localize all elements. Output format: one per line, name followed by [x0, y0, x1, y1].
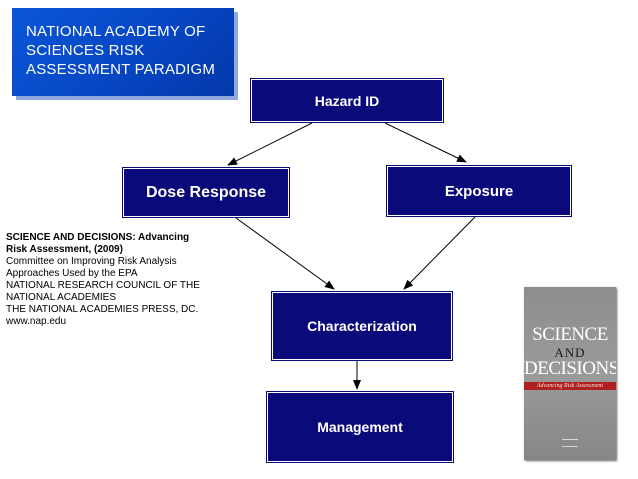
diagram-title: NATIONAL ACADEMY OF SCIENCES RISK ASSESS…	[26, 22, 226, 79]
node-characterization: Characterization	[271, 291, 453, 361]
arrow-hazard-to-exposure	[384, 122, 467, 163]
reference-line-5: NATIONAL RESEARCH COUNCIL OF THE	[6, 280, 200, 291]
book-red-band	[524, 382, 616, 390]
reference-line-6: NATIONAL ACADEMIES	[6, 292, 117, 303]
node-management: Management	[266, 391, 454, 463]
title-line-1: NATIONAL ACADEMY OF	[26, 23, 206, 40]
reference-line-7: THE NATIONAL ACADEMIES PRESS, DC.	[6, 304, 199, 315]
title-line-3: ASSESSMENT PARADIGM	[26, 61, 216, 78]
node-hazard-id: Hazard ID	[250, 78, 444, 123]
book-title-word-2: AND	[554, 345, 586, 360]
reference-line-4: Approaches Used by the EPA	[6, 268, 138, 279]
title-box	[12, 8, 234, 96]
arrow-dose-to-characterization	[235, 217, 335, 290]
reference-line-3: Committee on Improving Risk Analysis	[6, 256, 177, 267]
reference-citation: SCIENCE AND DECISIONS: Advancing Risk As…	[6, 232, 228, 328]
book-subtitle: Advancing Risk Assessment	[536, 383, 604, 389]
node-exposure: Exposure	[386, 165, 572, 217]
node-dose-response: Dose Response	[122, 167, 290, 218]
reference-title-line-2: Risk Assessment, (2009)	[6, 244, 123, 255]
arrow-exposure-to-characterization	[403, 216, 476, 290]
book-title-word-1: SCIENCE	[532, 324, 608, 345]
publisher-logo-icon	[562, 439, 578, 447]
arrow-hazard-to-dose	[227, 122, 313, 166]
reference-url: www.nap.edu	[6, 316, 67, 327]
reference-title-line-1: SCIENCE AND DECISIONS: Advancing	[6, 232, 190, 243]
book-title-word-3: DECISIONS	[524, 358, 616, 379]
title-line-2: SCIENCES RISK	[26, 42, 145, 59]
book-cover-image: SCIENCE AND DECISIONS Advancing Risk Ass…	[524, 287, 616, 460]
